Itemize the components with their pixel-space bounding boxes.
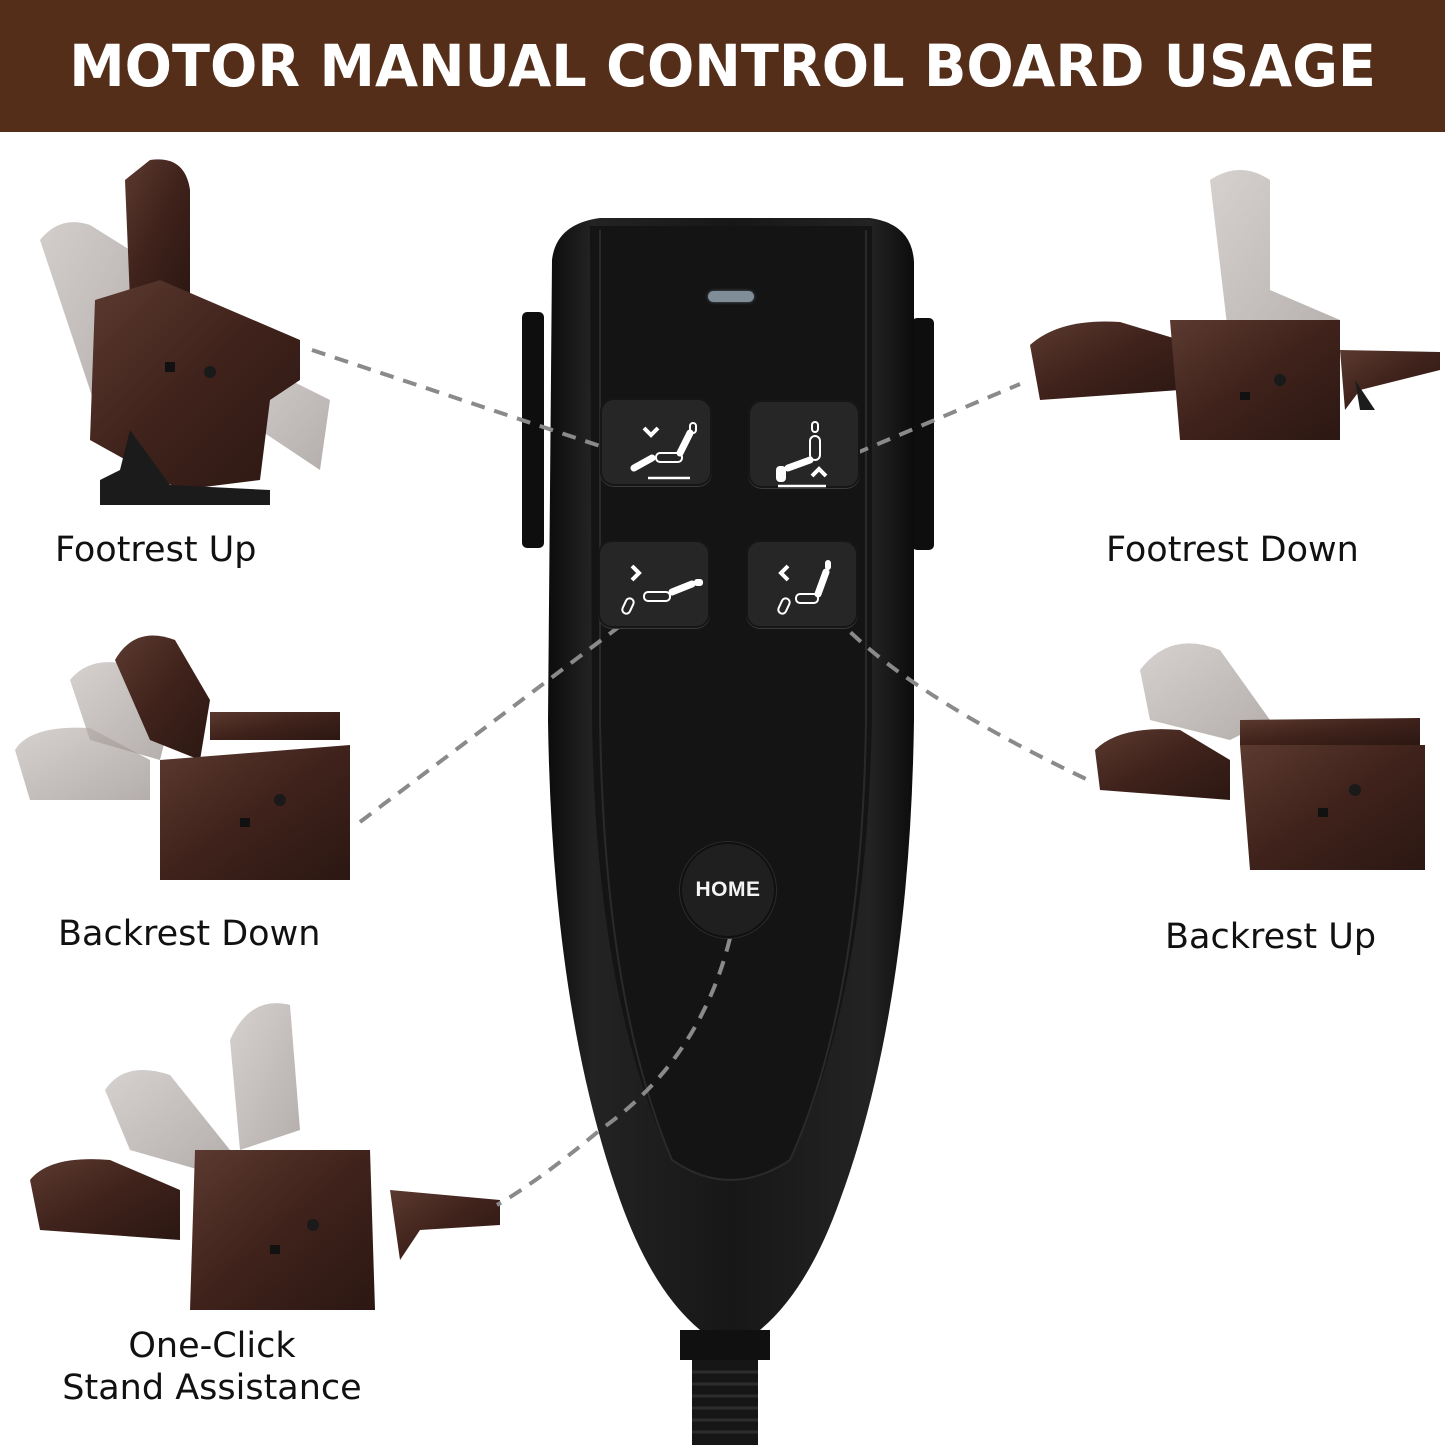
home-button[interactable]: HOME: [680, 842, 776, 938]
header-banner: MOTOR MANUAL CONTROL BOARD USAGE: [0, 0, 1445, 132]
leader-line-home: [495, 937, 732, 1207]
backrest-down-button[interactable]: [598, 540, 710, 628]
label-stand-assistance-line1: One-Click: [128, 1326, 296, 1366]
footrest-down-button[interactable]: [748, 400, 860, 488]
remote-side-clip-left: [522, 312, 544, 548]
chair-image-stand-assistance: [30, 1003, 500, 1310]
leader-line-footrest-up: [311, 348, 613, 452]
leader-line-footrest-down: [832, 382, 1021, 465]
leader-line-backrest-down: [358, 618, 630, 824]
chair-image-footrest-up: [40, 159, 330, 505]
chair-image-footrest-down: [1030, 170, 1440, 440]
chair-image-backrest-down: [15, 635, 350, 880]
page-title: MOTOR MANUAL CONTROL BOARD USAGE: [69, 32, 1376, 100]
status-led: [708, 291, 754, 302]
leader-line-backrest-up: [832, 613, 1089, 782]
footrest-up-icon: [630, 422, 697, 480]
home-button-label: HOME: [695, 878, 761, 901]
label-stand-assistance-line2: Stand Assistance: [62, 1368, 362, 1408]
label-footrest-up: Footrest Up: [55, 530, 257, 570]
remote-side-clip-right: [912, 318, 934, 550]
label-stand-assistance: One-Click Stand Assistance: [56, 1325, 368, 1409]
label-backrest-down: Backrest Down: [58, 914, 321, 954]
backrest-up-icon: [777, 560, 831, 615]
backrest-up-button[interactable]: [746, 540, 858, 628]
footrest-up-button[interactable]: [600, 398, 712, 486]
label-footrest-down: Footrest Down: [1106, 530, 1359, 570]
footrest-down-icon: [776, 421, 828, 488]
chair-image-backrest-up: [1095, 643, 1425, 870]
backrest-down-icon: [621, 564, 703, 615]
label-backrest-up: Backrest Up: [1165, 917, 1377, 957]
